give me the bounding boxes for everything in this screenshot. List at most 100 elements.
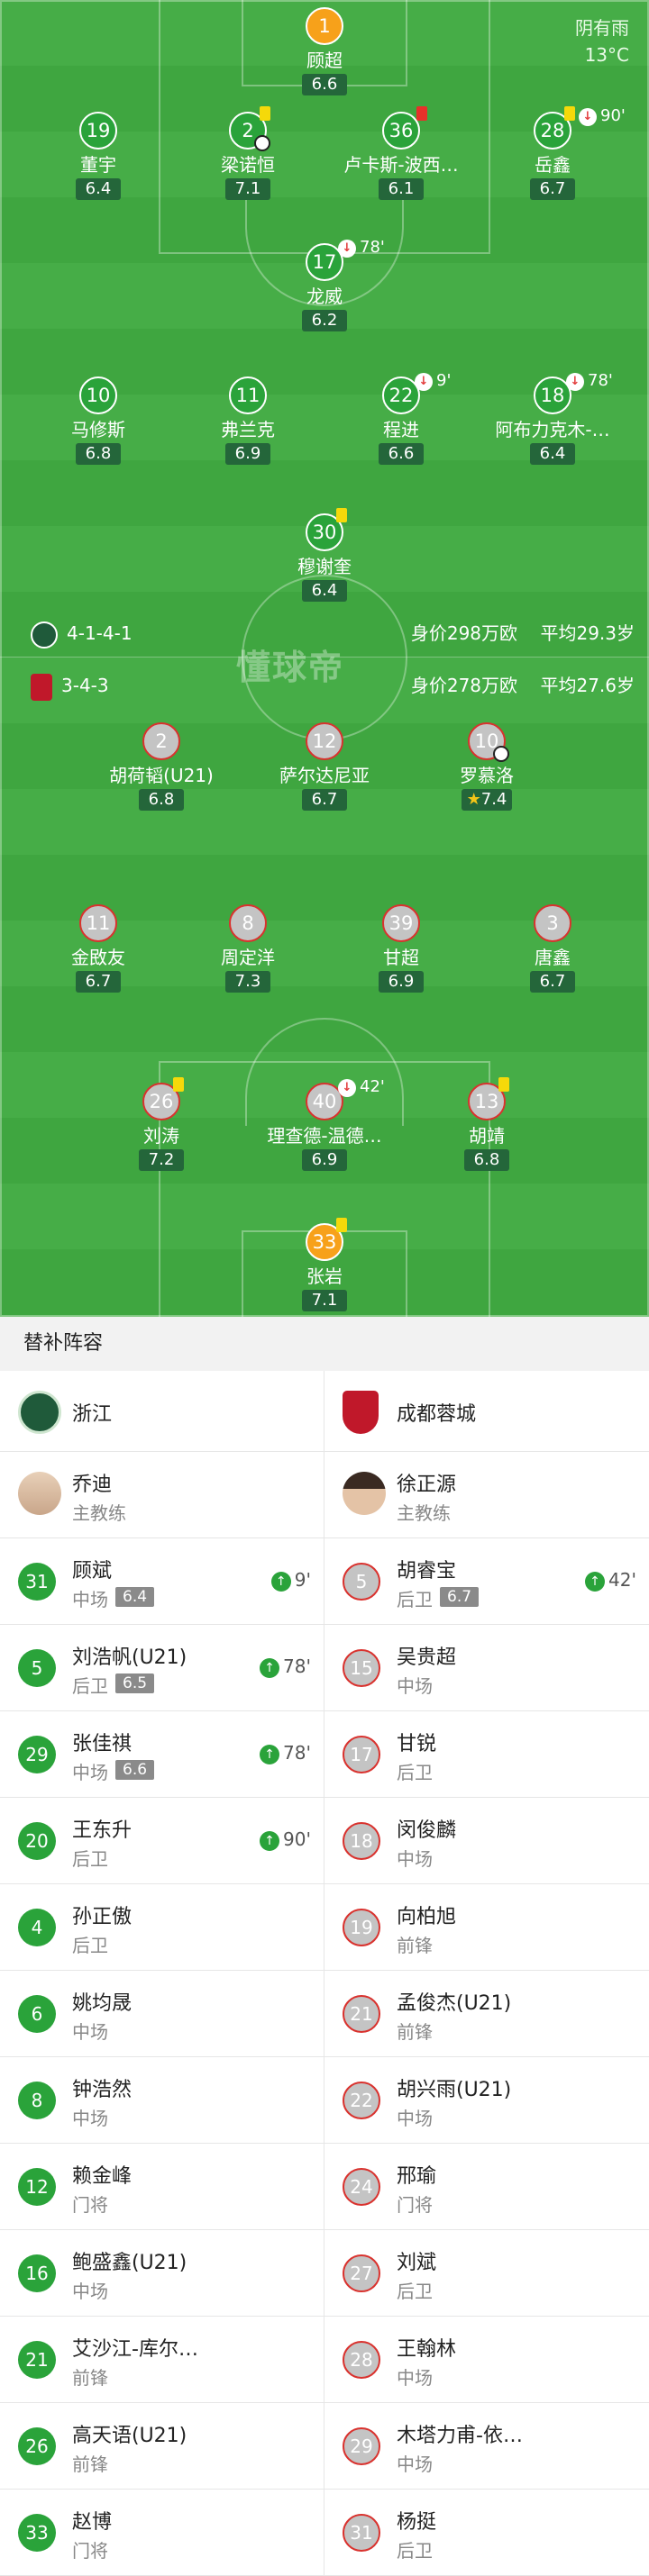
home-player[interactable]: 28 ↓ 90' 岳鑫 6.7 (458, 106, 647, 200)
home-player-gk[interactable]: 1 顾超 6.6 (230, 7, 419, 95)
away-team-logo-icon (343, 1391, 379, 1434)
home-coach[interactable]: 乔迪 主教练 (0, 1452, 324, 1538)
away-player[interactable]: 2 胡荷韬(U21) 6.8 (67, 722, 256, 811)
home-player[interactable]: 10 马修斯 6.8 (4, 376, 193, 465)
player-rating: 6.8 (76, 443, 121, 465)
player-number: 5 (343, 1563, 380, 1601)
player-number: 21 (343, 1995, 380, 2033)
player-position: 前锋 (72, 2367, 108, 2389)
away-player[interactable]: 10 罗慕洛 ★7.4 (392, 722, 581, 811)
sub-in-time: 90' (283, 1828, 311, 1850)
sub-in-arrow-icon: ↑ (260, 1830, 280, 1851)
home-sub-player[interactable]: 21 艾沙江-库尔… 前锋 (0, 2317, 324, 2403)
sub-out-icon: ↓ (338, 1079, 356, 1097)
sub-out-icon: ↓ (566, 373, 584, 391)
player-number: 11 (79, 904, 117, 942)
yellow-card-icon (564, 106, 575, 121)
home-player[interactable]: 36 卢卡斯-波西… 6.1 (306, 106, 496, 200)
player-number: 12 (18, 2168, 56, 2206)
sub-out-icon: ↓ (338, 240, 356, 258)
away-avg-age: 平均27.6岁 (540, 675, 635, 696)
player-number: 28 (343, 2341, 380, 2379)
away-player[interactable]: 11 金敃友 6.7 (4, 904, 193, 993)
player-number: 39 (382, 904, 420, 942)
player-position: 前锋 (397, 2021, 433, 2043)
away-player[interactable]: 40 ↓ 42' 理查德-温德… 6.9 (230, 1077, 419, 1171)
away-team-header[interactable]: 成都蓉城 (324, 1371, 649, 1452)
home-player[interactable]: 22 ↓ 9' 程进 6.6 (306, 371, 496, 465)
away-player[interactable]: 39 甘超 6.9 (306, 904, 496, 993)
away-player[interactable]: 12 萨尔达尼亚 6.7 (230, 722, 419, 811)
player-rating: 6.2 (302, 310, 347, 331)
coach-role: 主教练 (397, 1502, 451, 1524)
player-position: 后卫 (397, 2540, 433, 2562)
home-team-name: 浙江 (72, 1403, 113, 1426)
player-number: 29 (343, 2427, 380, 2465)
player-name: 金敃友 (71, 947, 125, 968)
player-number: 17 (306, 243, 343, 281)
home-player[interactable]: 17 ↓ 78' 龙威 6.2 (230, 238, 419, 331)
away-coach[interactable]: 徐正源 主教练 (324, 1452, 649, 1538)
home-team-header[interactable]: 浙江 (0, 1371, 324, 1452)
player-number: 5 (18, 1649, 56, 1687)
home-player[interactable]: 19 董宇 6.4 (4, 112, 193, 200)
player-number: 33 (18, 2514, 56, 2552)
sub-out-time: 78' (360, 238, 385, 257)
yellow-card-icon (260, 106, 270, 121)
player-position: 前锋 (72, 2454, 108, 2475)
player-name: 钟浩然 (72, 2079, 133, 2101)
player-rating: 7.3 (225, 971, 270, 993)
home-player[interactable]: 30 穆谢奎 6.4 (230, 508, 419, 602)
away-player[interactable]: 8 周定洋 7.3 (153, 904, 343, 993)
home-player[interactable]: 18 ↓ 78' 阿布力克木-… 6.4 (458, 371, 647, 465)
home-formation: 4-1-4-1 (67, 622, 133, 644)
player-rating: 6.4 (115, 1587, 155, 1607)
player-rating: 6.7 (76, 971, 121, 993)
player-rating: 7.2 (139, 1149, 184, 1171)
away-player[interactable]: 13 胡靖 6.8 (392, 1077, 581, 1171)
sub-in-time: 9' (294, 1569, 311, 1591)
home-player[interactable]: 11 弗兰克 6.9 (153, 376, 343, 465)
player-rating: ★7.4 (461, 789, 513, 811)
player-position: 后卫 (72, 1848, 108, 1870)
player-name: 罗慕洛 (460, 765, 514, 786)
red-card-icon (416, 106, 427, 121)
star-icon: ★ (466, 790, 481, 809)
player-name: 张佳祺 (72, 1733, 133, 1755)
player-number: 21 (18, 2341, 56, 2379)
player-name: 萨尔达尼亚 (279, 765, 370, 786)
away-player[interactable]: 26 刘涛 7.2 (67, 1077, 256, 1171)
player-name: 刘浩帆(U21) (72, 1646, 187, 1669)
away-player-gk[interactable]: 33 张岩 7.1 (230, 1218, 419, 1311)
player-name: 木塔力甫-依… (397, 2425, 523, 2447)
home-player[interactable]: 2 梁诺恒 7.1 (153, 106, 343, 200)
player-position: 门将 (72, 2540, 108, 2562)
player-name: 艾沙江-库尔… (72, 2338, 198, 2361)
away-player[interactable]: 3 唐鑫 6.7 (458, 904, 647, 993)
sub-in-time: 78' (283, 1655, 311, 1677)
